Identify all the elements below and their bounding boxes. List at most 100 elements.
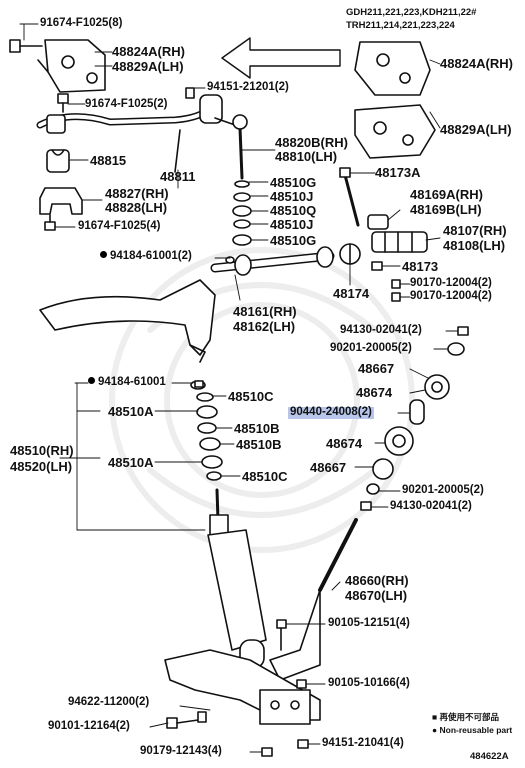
bracket-48829a-right	[354, 104, 436, 159]
part-label[interactable]: 48829A(LH)	[440, 122, 512, 137]
part-label[interactable]: 48161(RH)	[233, 304, 297, 319]
upper-control-arm	[39, 279, 216, 363]
part-label[interactable]: 48674	[356, 385, 393, 400]
part-label[interactable]: 48520(LH)	[10, 459, 73, 474]
washer-stack-top	[232, 180, 252, 246]
model-codes-line1: GDH211,221,223,KDH211,22#	[346, 7, 477, 18]
washer-stack-mid	[190, 380, 223, 481]
part-label[interactable]: 90170-12004(2)	[410, 277, 492, 289]
part-label[interactable]: 48510A	[108, 455, 154, 470]
part-label-highlighted[interactable]: 90440-24008(2)	[288, 406, 374, 419]
part-label[interactable]: 48824A(RH)	[440, 56, 513, 71]
part-label[interactable]: 94130-02041(2)	[390, 500, 472, 512]
part-label[interactable]: 48510J	[270, 189, 314, 204]
part-label[interactable]: 48173A	[375, 165, 421, 180]
part-label[interactable]: 91674-F1025(4)	[78, 220, 161, 232]
part-label[interactable]: 90201-20005(2)	[330, 342, 412, 354]
part-label[interactable]: 48510Q	[270, 203, 317, 218]
bolt-90101-12164	[166, 717, 199, 729]
part-label[interactable]: 48815	[90, 153, 127, 168]
nut-94151-21041	[297, 739, 309, 749]
part-label[interactable]: 48510J	[270, 217, 314, 232]
bolt-90105-12151	[276, 619, 287, 651]
part-label[interactable]: 48510(RH)	[10, 443, 74, 458]
part-label[interactable]: 48510C	[228, 389, 274, 404]
part-label[interactable]: 48169B(LH)	[410, 202, 482, 217]
part-label[interactable]: 90105-10166(4)	[328, 677, 410, 689]
model-codes-line2: TRH211,214,221,223,224	[346, 20, 455, 31]
diagram-id: 484622A	[470, 751, 509, 762]
part-label[interactable]: 90179-12143(4)	[140, 745, 222, 757]
cam-48169	[367, 214, 389, 230]
bolt-48173a	[339, 167, 360, 227]
part-label[interactable]: 48820B(RH)	[275, 135, 348, 150]
part-label[interactable]: 48828(LH)	[105, 200, 168, 215]
bolt-91674-8	[9, 39, 43, 53]
leader-lines	[19, 23, 459, 753]
part-label[interactable]: 48674	[326, 436, 363, 451]
part-label[interactable]: 94130-02041(2)	[340, 324, 422, 336]
part-label[interactable]: 48670(LH)	[345, 588, 408, 603]
upper-arm-shaft	[210, 246, 335, 276]
nut-48173	[371, 261, 383, 271]
part-label[interactable]: 48810(LH)	[275, 149, 338, 164]
part-label[interactable]: 48169A(RH)	[410, 187, 483, 202]
part-label[interactable]: 48667	[358, 361, 395, 376]
part-label[interactable]: 90170-12004(2)	[410, 290, 492, 302]
part-label[interactable]: 48174	[333, 286, 370, 301]
part-label[interactable]: 48811	[160, 169, 196, 184]
bushing-48107	[371, 231, 428, 253]
nut-90170-b	[391, 292, 401, 302]
part-label[interactable]: 94151-21201(2)	[207, 81, 289, 93]
nut-94622	[197, 711, 207, 723]
part-label[interactable]: 48829A(LH)	[112, 59, 184, 74]
part-label[interactable]: 48510B	[234, 421, 280, 436]
part-label[interactable]: 48824A(RH)	[112, 44, 185, 59]
stabilizer-link	[185, 87, 248, 180]
strut-bar	[269, 518, 358, 681]
part-label[interactable]: 48162(LH)	[233, 319, 296, 334]
part-label[interactable]: 48510C	[242, 469, 288, 484]
nut-90179	[261, 747, 273, 757]
part-label-nonreusable[interactable]: 94184-61001	[88, 376, 166, 389]
bushing-48815	[46, 149, 70, 173]
part-label[interactable]: 91674-F1025(8)	[40, 17, 123, 29]
strut-bushings	[360, 326, 469, 511]
part-label[interactable]: 48108(LH)	[443, 238, 506, 253]
bolt-91674-2	[57, 93, 69, 113]
part-label[interactable]: 48510G	[270, 233, 317, 248]
bolt-91674-4	[44, 214, 56, 231]
part-label[interactable]: 48660(RH)	[345, 573, 409, 588]
part-label[interactable]: 91674-F1025(2)	[85, 98, 168, 110]
lower-bracket	[164, 649, 321, 725]
part-label[interactable]: 94622-11200(2)	[68, 696, 150, 708]
nut-94184-2	[225, 256, 235, 264]
bolt-90105-10166	[296, 679, 307, 689]
part-label[interactable]: 48510G	[270, 175, 317, 190]
bracket-48824a-right	[354, 41, 431, 96]
part-label-nonreusable[interactable]: 94184-61001(2)	[100, 250, 192, 263]
part-label[interactable]: 48510A	[108, 404, 154, 419]
part-label[interactable]: 48173	[402, 259, 439, 274]
legend-square-icon: ■	[432, 712, 438, 722]
part-label[interactable]: 48510B	[236, 437, 282, 452]
part-label[interactable]: 94151-21041(4)	[322, 737, 404, 749]
direction-arrow	[221, 37, 341, 79]
bracket-48827	[39, 187, 83, 215]
part-label[interactable]: 90101-12164(2)	[48, 720, 130, 732]
legend-japanese: ■ 再使用不可部品	[432, 712, 500, 722]
cam-48174	[339, 243, 361, 265]
part-label[interactable]: 48107(RH)	[443, 223, 507, 238]
part-label[interactable]: 90201-20005(2)	[402, 484, 484, 496]
legend-english: ● Non-reusable part	[432, 725, 513, 735]
nut-90170-a	[391, 279, 401, 289]
shock-absorber	[207, 488, 267, 669]
part-label[interactable]: 90105-12151(4)	[328, 617, 410, 629]
legend-dot-icon: ●	[432, 725, 438, 735]
watermark	[109, 247, 415, 553]
part-label[interactable]: 48827(RH)	[105, 186, 169, 201]
part-label[interactable]: 48667	[310, 460, 347, 475]
nut-94184	[194, 380, 204, 388]
